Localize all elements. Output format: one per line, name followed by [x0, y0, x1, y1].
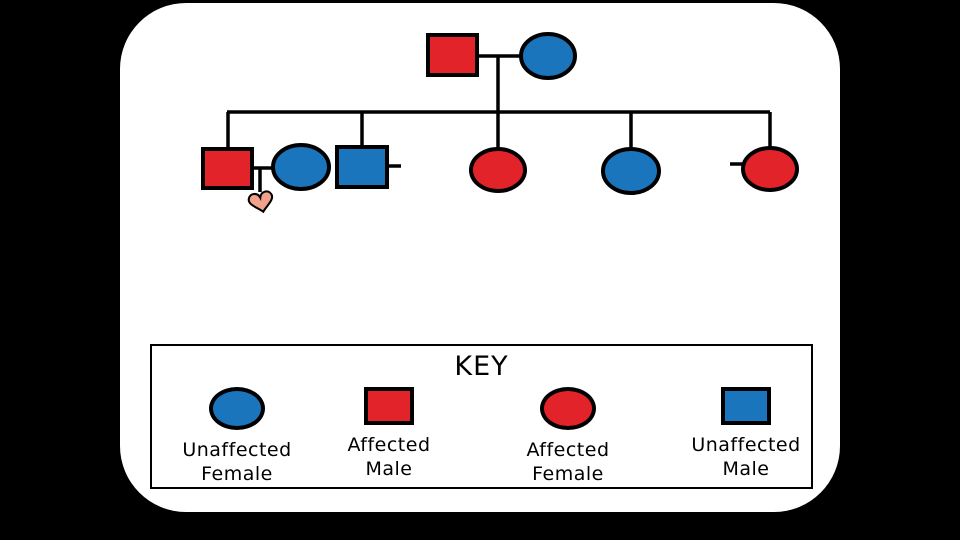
- key-label-line1: Affected: [526, 439, 610, 461]
- heart-icon: [247, 190, 274, 214]
- key-label-line1: Unaffected: [691, 434, 801, 456]
- affected-male-symbol-icon: [364, 387, 414, 425]
- person-II-5-affected-female: [741, 146, 799, 192]
- person-II-2-unaffected-male: [335, 145, 389, 189]
- key-label-line1: Unaffected: [182, 439, 292, 461]
- person-I-1-affected-male: [426, 33, 479, 77]
- key-title: KEY: [454, 351, 509, 382]
- key-label-line2: Male: [722, 458, 770, 480]
- person-II-1-affected-male: [201, 147, 254, 190]
- unaffected-male-symbol-icon: [721, 387, 771, 425]
- affected-female-symbol-icon: [540, 387, 596, 430]
- key-label-line1: Affected: [347, 434, 431, 456]
- key-label-line2: Female: [532, 463, 604, 485]
- key-label-line2: Male: [365, 458, 413, 480]
- person-II-3-affected-female: [469, 147, 527, 193]
- person-II-4-unaffected-female: [601, 147, 661, 195]
- person-II-1-spouse-unaffected-female: [271, 143, 331, 191]
- person-I-2-unaffected-female: [519, 32, 577, 80]
- key-label-line2: Female: [201, 463, 273, 485]
- unaffected-female-symbol-icon: [209, 387, 265, 430]
